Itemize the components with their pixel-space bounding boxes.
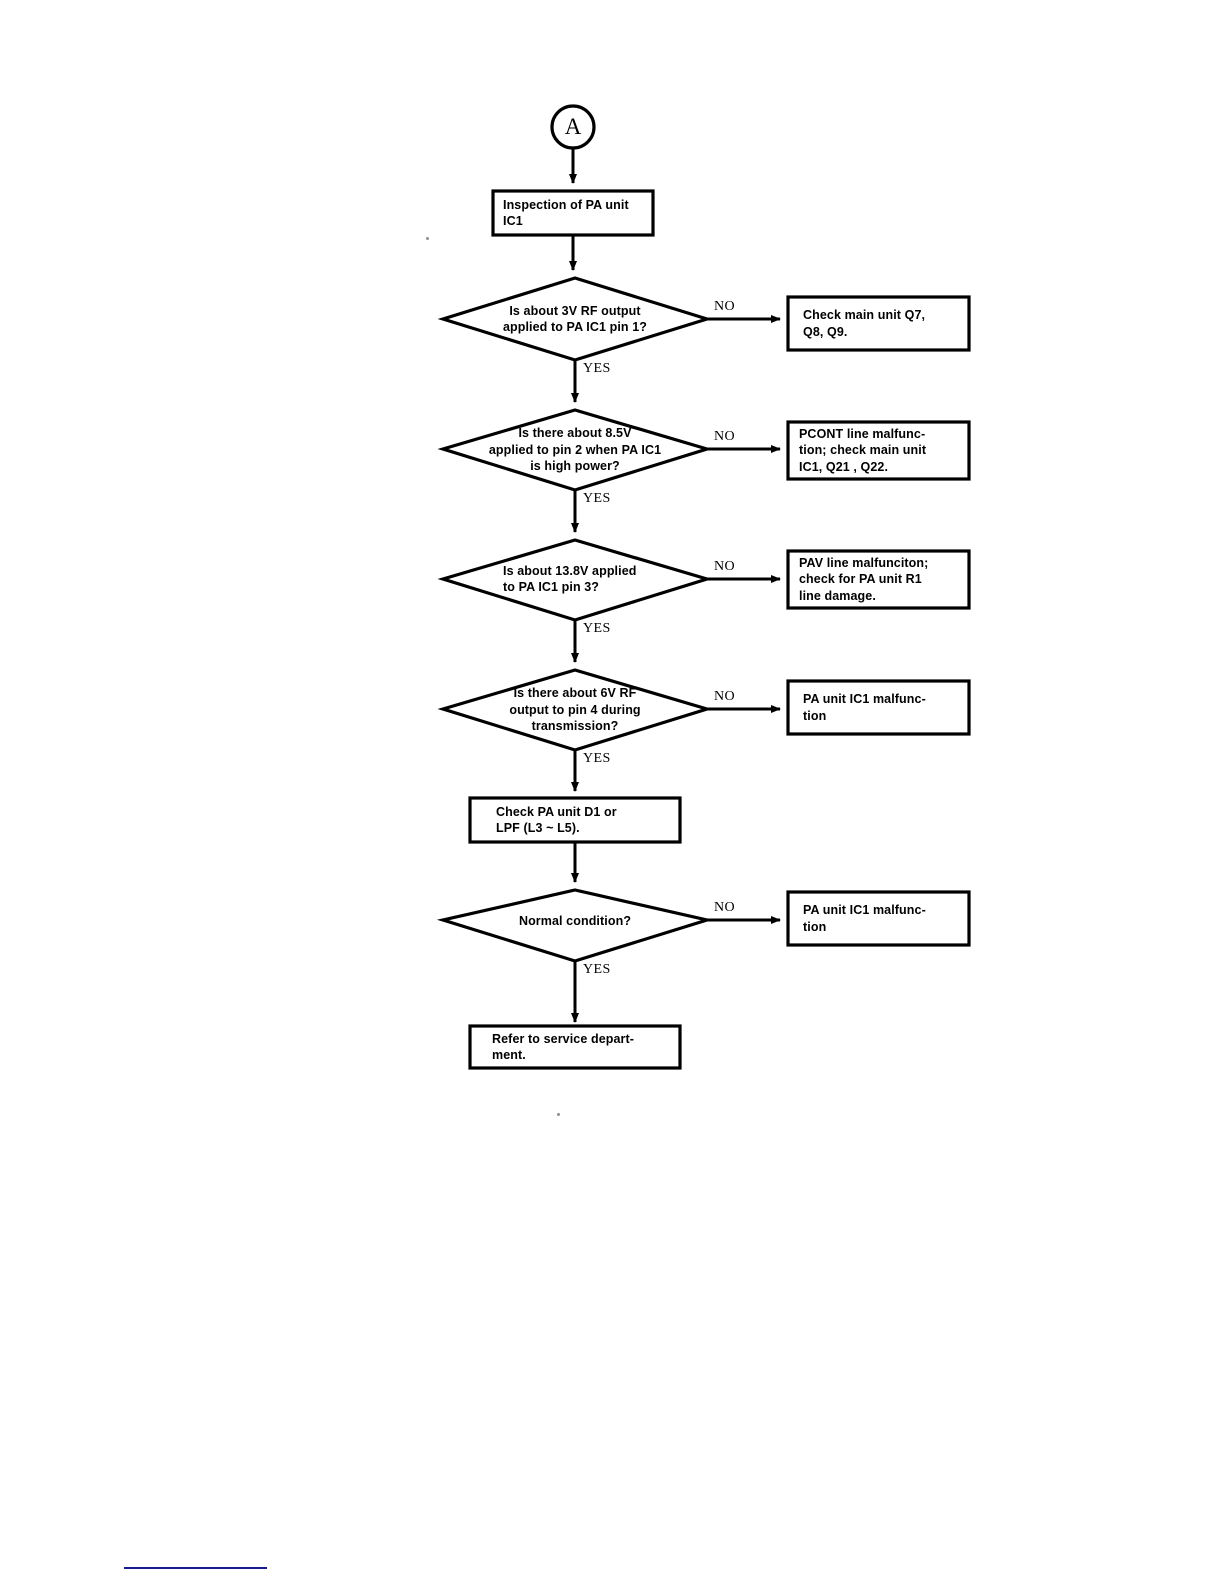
node-end-process-box [468,1024,682,1070]
connector-a-label: A [564,114,582,139]
label-d4-no: NO [714,689,736,704]
scan-speck-lower [557,1113,560,1116]
bottom-rule [124,1567,267,1569]
node-result-1-text: Check main unit Q7, Q8, Q9. [803,308,926,339]
node-decision-3-text: Is about 13.8V applied to PA IC1 pin 3? [503,563,637,595]
node-process-check-d1-text: Check PA unit D1 or LPF (L3 ~ L5). [496,804,617,836]
node-result-1-box [786,295,971,352]
node-result-4-box [786,679,971,736]
node-decision-2-text: Is there about 8.5V applied to pin 2 whe… [488,426,662,474]
scan-speck-upper [426,237,429,240]
label-d2-yes: YES [583,491,611,506]
node-decision-5-text: Normal condition? [518,913,632,928]
label-d4-yes: YES [583,751,611,766]
label-d1-yes: YES [583,361,611,376]
label-d3-yes: YES [583,621,611,636]
node-result-2-box [786,420,971,481]
node-result-4-text: PA unit IC1 malfunc- tion [803,692,926,723]
node-result-3-text: PAV line malfunciton; check for PA unit … [799,555,929,603]
label-d3-no: NO [714,559,736,574]
node-result-3-box [786,549,971,610]
node-process-check-d1-box [468,796,682,844]
node-end-process-text: Refer to service depart- ment. [492,1031,635,1063]
node-result-5-box [786,890,971,947]
node-start-process-box [491,189,655,237]
node-result-5-text: PA unit IC1 malfunc- tion [803,903,926,934]
label-d5-yes: YES [583,962,611,977]
label-d2-no: NO [714,429,736,444]
node-decision-1-text: Is about 3V RF output applied to PA IC1 … [502,303,648,335]
node-start-process-text: Inspection of PA unit IC1 [503,197,629,229]
label-d5-no: NO [714,900,736,915]
label-d1-no: NO [714,299,736,314]
node-result-2-text: PCONT line malfunc- tion; check main uni… [799,426,927,474]
node-decision-4-text: Is there about 6V RF output to pin 4 dur… [509,686,641,734]
